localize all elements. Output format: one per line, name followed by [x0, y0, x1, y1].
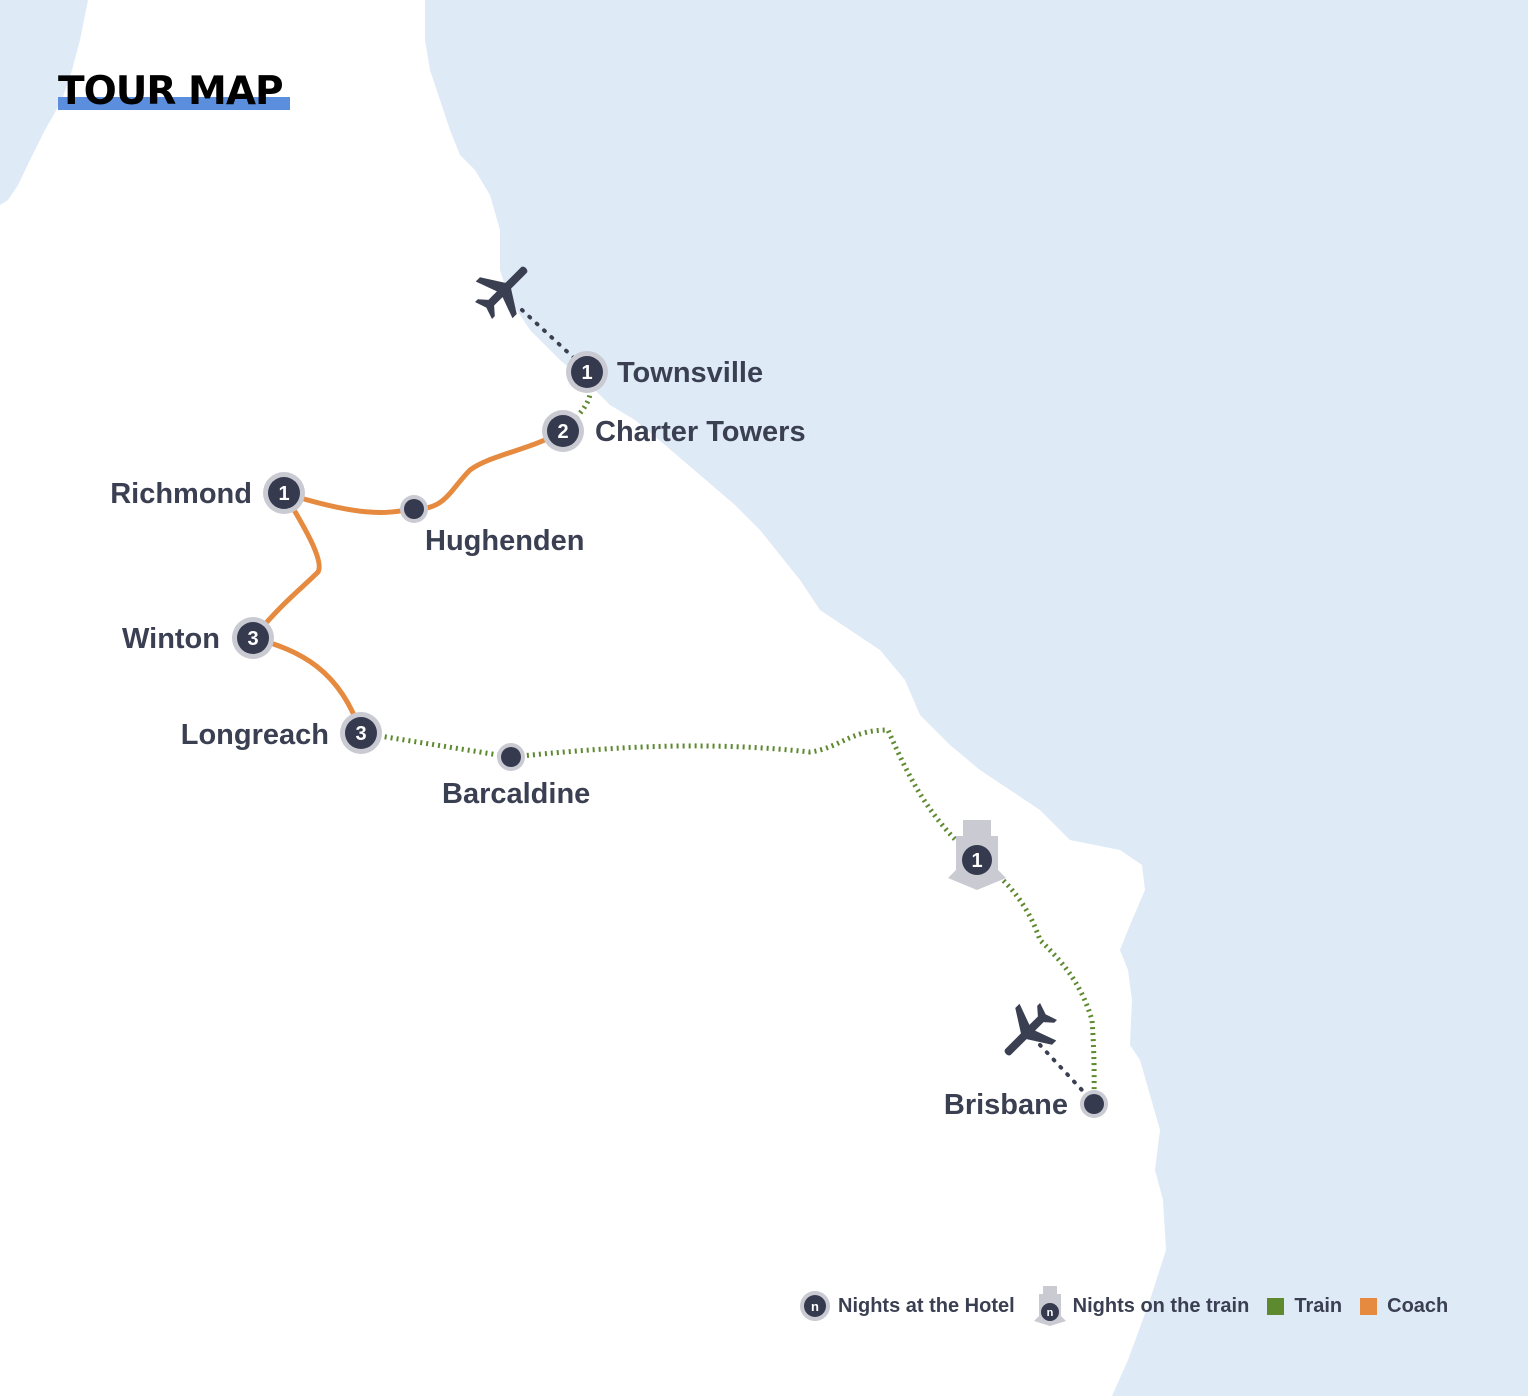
train-nights-marker: 1: [948, 820, 1006, 890]
city-label-townsville: Townsville: [617, 357, 763, 389]
legend-label-train-nights: Nights on the train: [1072, 1294, 1250, 1317]
train-swatch: [1267, 1297, 1285, 1315]
nights-count: 1: [278, 483, 289, 505]
marker-hughenden: [400, 495, 428, 523]
legend-label-coach: Coach: [1387, 1294, 1449, 1317]
map-title: TOUR MAP: [58, 69, 290, 114]
train-icon: n: [1033, 1286, 1066, 1326]
marker-longreach: 3: [340, 712, 382, 754]
city-label-winton: Winton: [122, 623, 220, 655]
map-title-text: TOUR MAP: [58, 69, 284, 114]
marker-richmond: 1: [263, 472, 305, 514]
city-label-hughenden: Hughenden: [425, 525, 585, 557]
hotel-nights-symbol: n: [804, 1295, 826, 1317]
train-nights-count: 1: [971, 850, 982, 872]
legend-item-coach: Coach: [1360, 1295, 1448, 1318]
map-sea-gulf: [0, 0, 88, 205]
legend-item-train-nights: n Nights on the train: [1033, 1286, 1250, 1326]
coach-route-richmond-winton: [250, 490, 322, 641]
city-label-longreach: Longreach: [181, 719, 329, 751]
coach-swatch: [1360, 1297, 1378, 1315]
marker-barcaldine: [497, 743, 525, 771]
hotel-nights-icon: n: [800, 1291, 830, 1321]
airplane-icon: [475, 266, 528, 319]
city-label-richmond: Richmond: [110, 478, 252, 510]
legend-label-train: Train: [1294, 1294, 1343, 1317]
legend: n Nights at the Hotel n Nights on the tr…: [800, 1286, 1466, 1326]
city-label-charter-towers: Charter Towers: [595, 416, 806, 448]
legend-label-hotel: Nights at the Hotel: [838, 1294, 1015, 1317]
nights-count: 3: [247, 628, 258, 650]
flight-route-brisbane: [1038, 1043, 1096, 1105]
marker-townsville: 1: [566, 351, 608, 393]
nights-count: 2: [557, 421, 568, 443]
title-underline: [58, 97, 290, 110]
nights-count: 3: [355, 723, 366, 745]
marker-charter-towers: 2: [542, 410, 584, 452]
legend-item-hotel: n Nights at the Hotel: [800, 1291, 1015, 1321]
city-label-brisbane: Brisbane: [944, 1089, 1068, 1121]
legend-item-train: Train: [1267, 1295, 1342, 1318]
marker-brisbane: [1080, 1090, 1108, 1118]
nights-count: 1: [581, 362, 592, 384]
marker-winton: 3: [232, 617, 274, 659]
train-nights-symbol: n: [1046, 1307, 1053, 1319]
city-label-barcaldine: Barcaldine: [442, 778, 590, 810]
airplane-icon: [1004, 1003, 1057, 1056]
map-sea-coral: [425, 0, 1528, 1396]
coach-route-charter-towers-richmond: [281, 428, 566, 515]
